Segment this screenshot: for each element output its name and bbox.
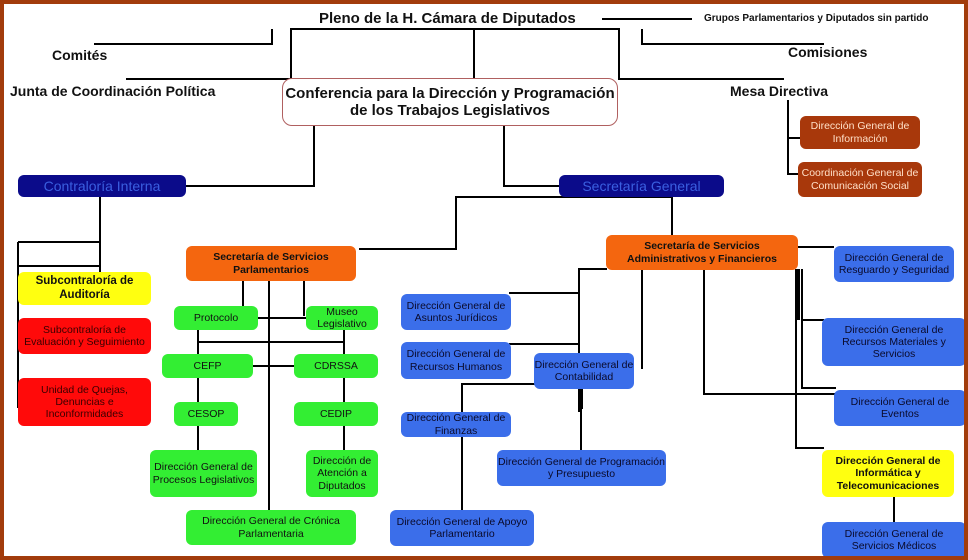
- mesa-label: Mesa Directiva: [730, 82, 829, 99]
- junta-label: Junta de Coordinación Política: [10, 82, 216, 99]
- dg-informacion-box[interactable]: Dirección General de Información: [800, 116, 920, 149]
- rh-box[interactable]: Dirección General de Recursos Humanos: [401, 342, 511, 379]
- conferencia-box[interactable]: Conferencia para la Dirección y Programa…: [282, 78, 618, 126]
- cdrssa-box[interactable]: CDRSSA: [294, 354, 378, 378]
- materiales-box[interactable]: Dirección General de Recursos Materiales…: [822, 318, 964, 366]
- secretaria-general-box[interactable]: Secretaría General: [559, 175, 724, 197]
- quejas-box[interactable]: Unidad de Quejas, Denuncias e Inconformi…: [18, 378, 151, 426]
- protocolo-box[interactable]: Protocolo: [174, 306, 258, 330]
- pleno-label: Pleno de la H. Cámara de Diputados: [319, 10, 576, 28]
- cronica-box[interactable]: Dirección General de Crónica Parlamentar…: [186, 510, 356, 545]
- procesos-box[interactable]: Dirección General de Procesos Legislativ…: [150, 450, 257, 497]
- connector-lines: [17, 18, 895, 522]
- ssp-box[interactable]: Secretaría de Servicios Parlamentarios: [186, 246, 356, 281]
- evaluacion-box[interactable]: Subcontraloría de Evaluación y Seguimien…: [18, 318, 151, 354]
- grupos-label: Grupos Parlamentarios y Diputados sin pa…: [704, 13, 929, 25]
- comisiones-label: Comisiones: [788, 43, 868, 60]
- comites-label: Comités: [52, 46, 108, 63]
- eventos-box[interactable]: Dirección General de Eventos: [834, 390, 964, 426]
- museo-box[interactable]: Museo Legislativo: [306, 306, 378, 330]
- cefp-box[interactable]: CEFP: [162, 354, 253, 378]
- cedip-box[interactable]: CEDIP: [294, 402, 378, 426]
- auditoria-box[interactable]: Subcontraloría de Auditoría: [18, 272, 151, 305]
- finanzas-box[interactable]: Dirección General de Finanzas: [401, 412, 511, 437]
- atencion-box[interactable]: Dirección de Atención a Diputados: [306, 450, 378, 497]
- apoyo-box[interactable]: Dirección General de Apoyo Parlamentario: [390, 510, 534, 546]
- resguardo-box[interactable]: Dirección General de Resguardo y Segurid…: [834, 246, 954, 282]
- juridicos-box[interactable]: Dirección General de Asuntos Jurídicos: [401, 294, 511, 330]
- ssaf-box[interactable]: Secretaría de Servicios Administrativos …: [606, 235, 798, 270]
- presupuesto-box[interactable]: Dirección General de Programación y Pres…: [497, 450, 666, 486]
- contabilidad-box[interactable]: Dirección General de Contabilidad: [534, 353, 634, 389]
- medicos-box[interactable]: Dirección General de Servicios Médicos: [822, 522, 964, 556]
- cesop-box[interactable]: CESOP: [174, 402, 238, 426]
- coord-comunicacion-box[interactable]: Coordinación General de Comunicación Soc…: [798, 162, 922, 197]
- informatica-box[interactable]: Dirección General de Informática y Telec…: [822, 450, 954, 497]
- contraloria-box[interactable]: Contraloría Interna: [18, 175, 186, 197]
